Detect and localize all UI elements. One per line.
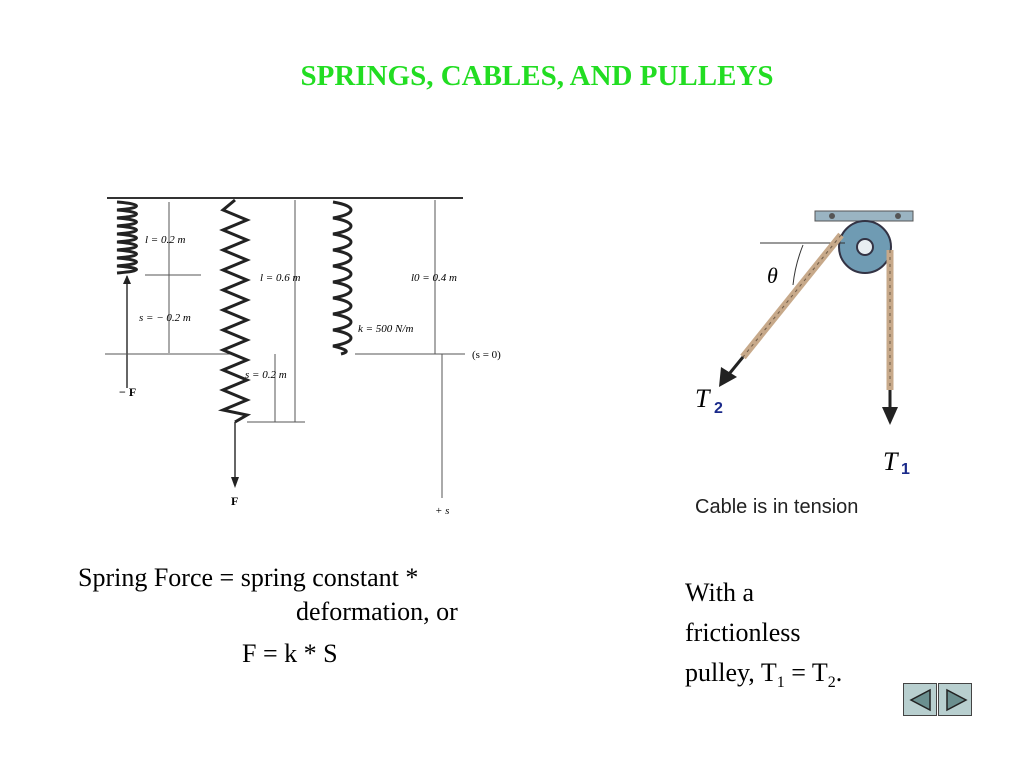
next-slide-button[interactable]	[938, 683, 972, 716]
sub-2: 2	[827, 674, 836, 692]
spring-stretched	[217, 198, 252, 424]
pulley-text-line-3: pulley, T1 = T2.	[685, 653, 915, 703]
arrow-down-icon	[882, 407, 898, 425]
label-l2: l = 0.6 m	[260, 272, 300, 284]
pulley-caption-text: With a frictionless pulley, T1 = T2.	[685, 573, 915, 703]
spring-force-caption: Spring Force = spring constant * deforma…	[78, 563, 548, 669]
caption-line-2: deformation, or	[296, 597, 458, 626]
label-s0: (s = 0)	[472, 349, 501, 361]
triangle-left-icon	[909, 688, 931, 712]
label-t1-sub: 1	[901, 461, 910, 478]
pulley-caption: Cable is in tension	[695, 496, 858, 518]
label-t1: T	[883, 447, 899, 476]
arrow-down-icon	[231, 477, 239, 488]
pulley-text-line-2: frictionless	[685, 618, 801, 647]
caption-line-3: F = k * S	[242, 639, 338, 668]
label-theta: θ	[767, 263, 778, 288]
pulley-text-line-1: With a	[685, 578, 754, 607]
spring-diagram: − F l = 0.2 m s = − 0.2 m F l = 0.6 m s …	[105, 180, 530, 530]
slide-navigation	[903, 683, 973, 716]
arrow-down-left-icon	[719, 367, 737, 387]
triangle-right-icon	[946, 688, 968, 712]
label-t2: T	[695, 384, 711, 413]
label-plus-s: + s	[435, 505, 449, 517]
arrow-up-icon	[123, 275, 131, 284]
pulley-text-c: .	[835, 658, 843, 687]
label-neg-f: − F	[119, 385, 136, 399]
pulley-text-a: pulley, T	[685, 658, 777, 687]
caption-line-1: Spring Force = spring constant *	[78, 563, 419, 592]
label-l0: l0 = 0.4 m	[411, 272, 457, 284]
label-s2: s = 0.2 m	[245, 369, 287, 381]
label-t2-sub: 2	[714, 400, 723, 417]
pulley-text-b: = T	[784, 658, 828, 687]
spring-compressed	[116, 200, 138, 275]
label-s1: s = − 0.2 m	[139, 312, 191, 324]
label-k: k = 500 N/m	[358, 323, 413, 335]
label-f: F	[231, 494, 238, 508]
slide-title: SPRINGS, CABLES, AND PULLEYS	[300, 60, 774, 92]
pulley-diagram: θ T 2 T 1 Cable is in tension	[665, 185, 935, 530]
label-l1: l = 0.2 m	[145, 234, 185, 246]
prev-slide-button[interactable]	[903, 683, 937, 716]
sub-1: 1	[776, 674, 785, 692]
spring-natural	[332, 200, 353, 356]
